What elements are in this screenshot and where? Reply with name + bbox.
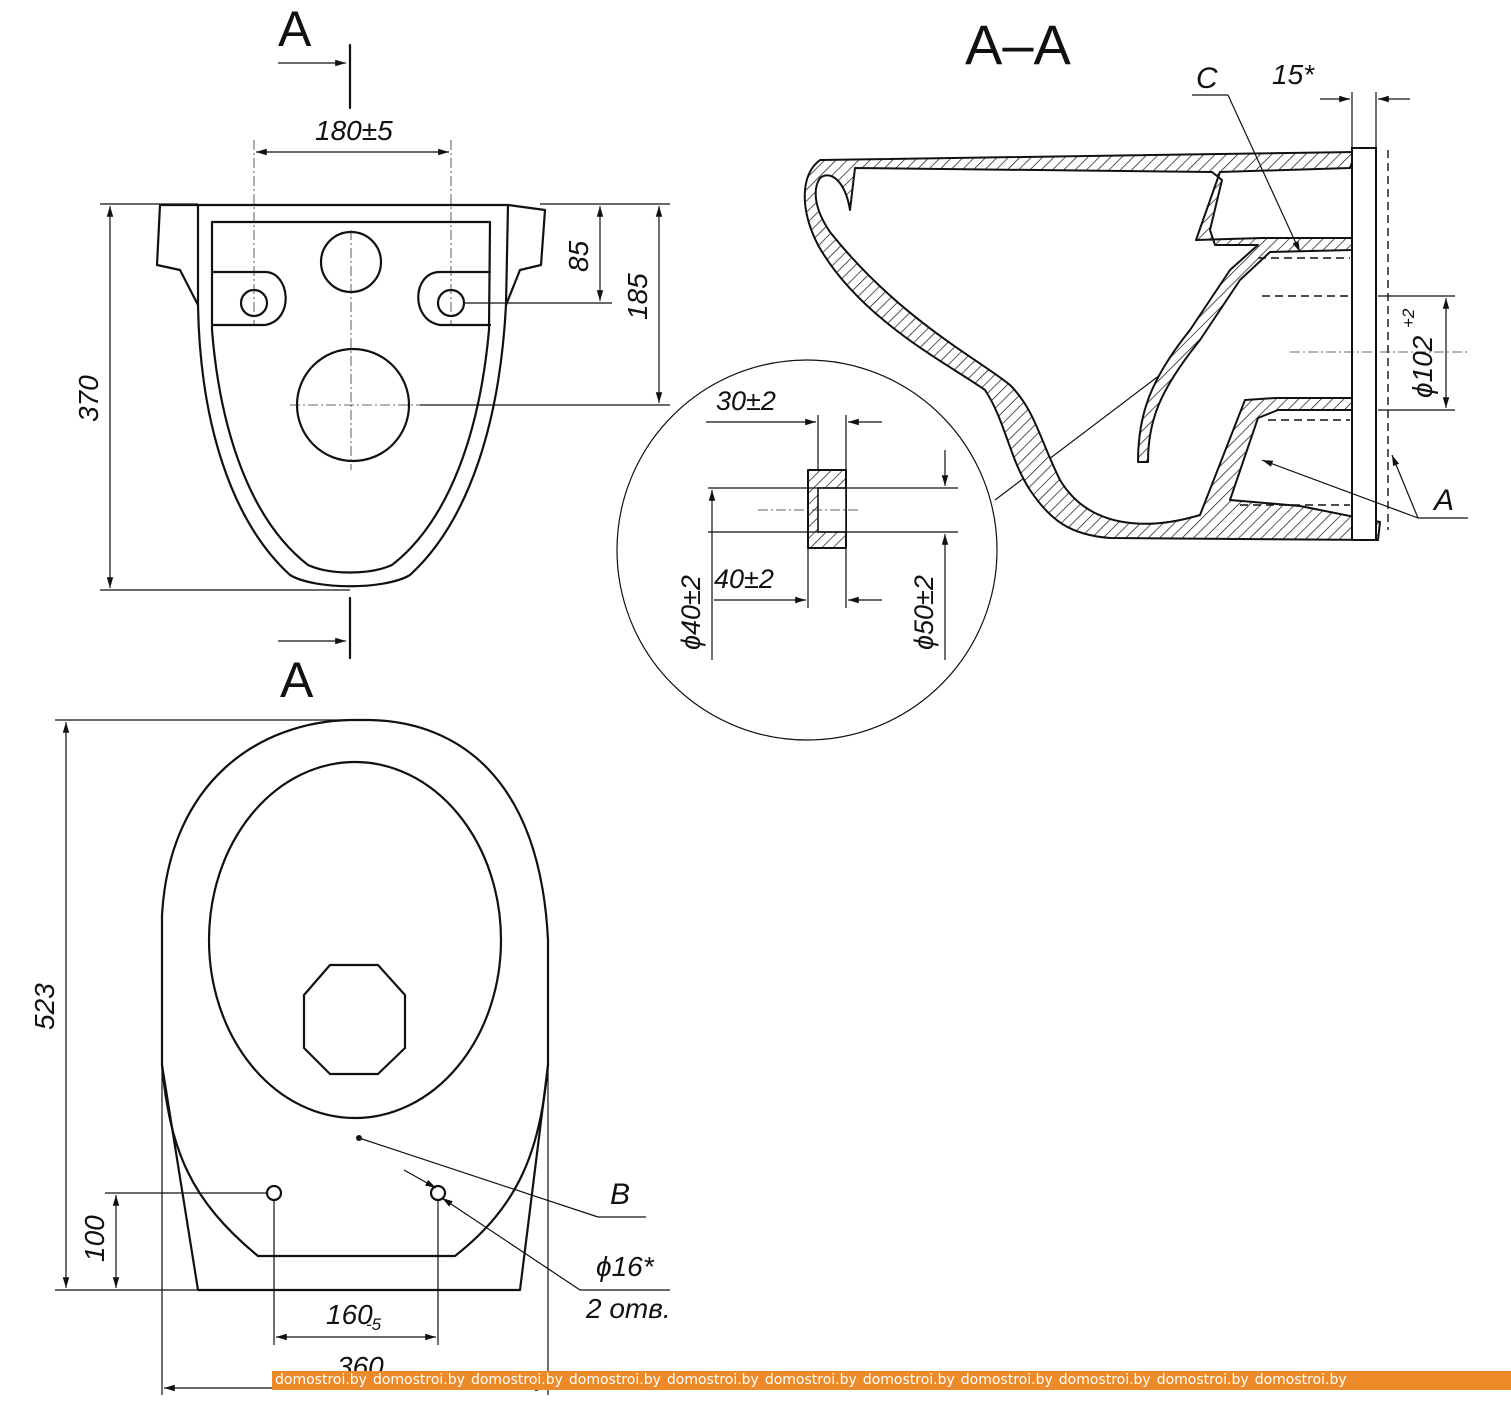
detail-view: 30±2 40±2 ϕ40±2 ϕ50±2 [616,359,1161,741]
watermark-text: domostroi.by [275,1372,367,1388]
watermark-bar: domostroi.by domostroi.by domostroi.by domo… [272,1371,1511,1390]
dim-85: 85 [563,240,594,272]
dim-523: 523 [29,983,60,1030]
mark-a-leader-1 [1261,459,1419,519]
dim-30: 30±2 [716,386,776,416]
watermark-text: domostroi.by [1254,1372,1347,1388]
watermark-text: domostroi.by [960,1372,1053,1388]
mark-b: B [610,1178,630,1211]
dim-40: 40±2 [714,564,774,594]
dim-16: ϕ16* [596,1251,655,1282]
section-label-top: A [278,1,312,57]
watermark-text: domostroi.by [568,1372,661,1388]
top-drain-opening [302,963,407,1076]
rear-right-lug [417,270,492,327]
dim-102-tol: +2 [1399,308,1418,328]
rear-left-lug [210,270,287,327]
dim-160: 160 [326,1299,373,1330]
dim-15: 15* [1272,59,1315,90]
top-front-curve [160,1063,550,1258]
mark-b-leader [358,1137,599,1218]
mark-c-leader [1227,94,1301,253]
section-view-title: A–A [965,13,1071,76]
mark-c: C [1196,62,1218,95]
rear-body-inner [210,220,492,574]
dim-180: 180±5 [315,115,393,146]
watermark-text: domostroi.by [372,1372,465,1388]
section-label-bottom: A [280,652,314,708]
detail-circle [616,359,998,741]
watermark-text: domostroi.by [862,1372,955,1388]
dim-line-16b [441,1197,581,1291]
dim-dia40: ϕ40±2 [676,575,706,650]
rear-flange [1351,147,1377,541]
dim-line-16a [403,1169,437,1189]
dim-370: 370 [73,375,104,422]
dim-160-tol: -5 [366,1315,382,1334]
top-view: 523 100 160 -5 360 B ϕ16* 2 отв. [29,718,671,1395]
dim-185: 185 [622,273,653,320]
rear-view: A A 180±5 85 185 [73,1,670,708]
rear-right-ear [504,203,547,307]
watermark-text: domostroi.by [1156,1372,1249,1388]
section-view: A–A 15* C ϕ102 +2 A [803,13,1470,541]
dim-102: ϕ102 [1407,335,1438,398]
bowl-wall [803,151,1381,541]
watermark-text: domostroi.by [764,1372,857,1388]
top-outer-outline [160,718,550,1292]
holes-count: 2 отв. [585,1293,671,1324]
rear-body-outline [196,203,510,588]
watermark-text: domostroi.by [470,1372,563,1388]
top-left-hole [265,1184,283,1202]
mark-a: A [1432,484,1454,517]
dim-100: 100 [79,1215,110,1262]
watermark-text: domostroi.by [666,1372,759,1388]
top-seat-opening [207,760,503,1120]
mark-a-leader-2 [1391,454,1419,519]
dim-dia50: ϕ50±2 [909,575,939,650]
rear-left-ear [155,203,200,307]
watermark-text: domostroi.by [1058,1372,1151,1388]
